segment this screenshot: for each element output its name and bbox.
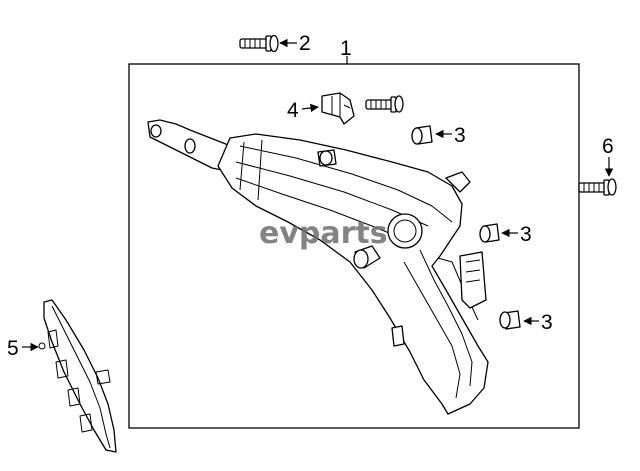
callout-6-label: 6 [602,135,614,158]
grommet-part-3a [411,125,433,145]
callout-1-label: 1 [340,37,352,60]
callout-3a-label: 3 [454,124,466,147]
grommet-part-3b [479,223,500,243]
clip-part-4 [321,92,355,125]
assembly-frame [128,63,580,429]
bolt-inner [365,95,404,113]
callout-2-label: 2 [299,32,311,55]
grommet-part-3c [499,310,521,330]
callout-5-label: 5 [7,337,19,360]
callout-3c-label: 3 [541,311,553,334]
bolt-part-6 [578,178,617,196]
callout-4-arrow [301,103,319,113]
callout-3b-label: 3 [520,223,532,246]
svg-text:evparts: evparts [259,216,388,251]
bezel-part-5 [38,299,117,453]
callout-4-label: 4 [287,99,299,122]
bolt-part-2 [239,34,279,53]
evparts-watermark: evparts [259,216,388,251]
lamp-assembly-part-1 [147,119,489,415]
